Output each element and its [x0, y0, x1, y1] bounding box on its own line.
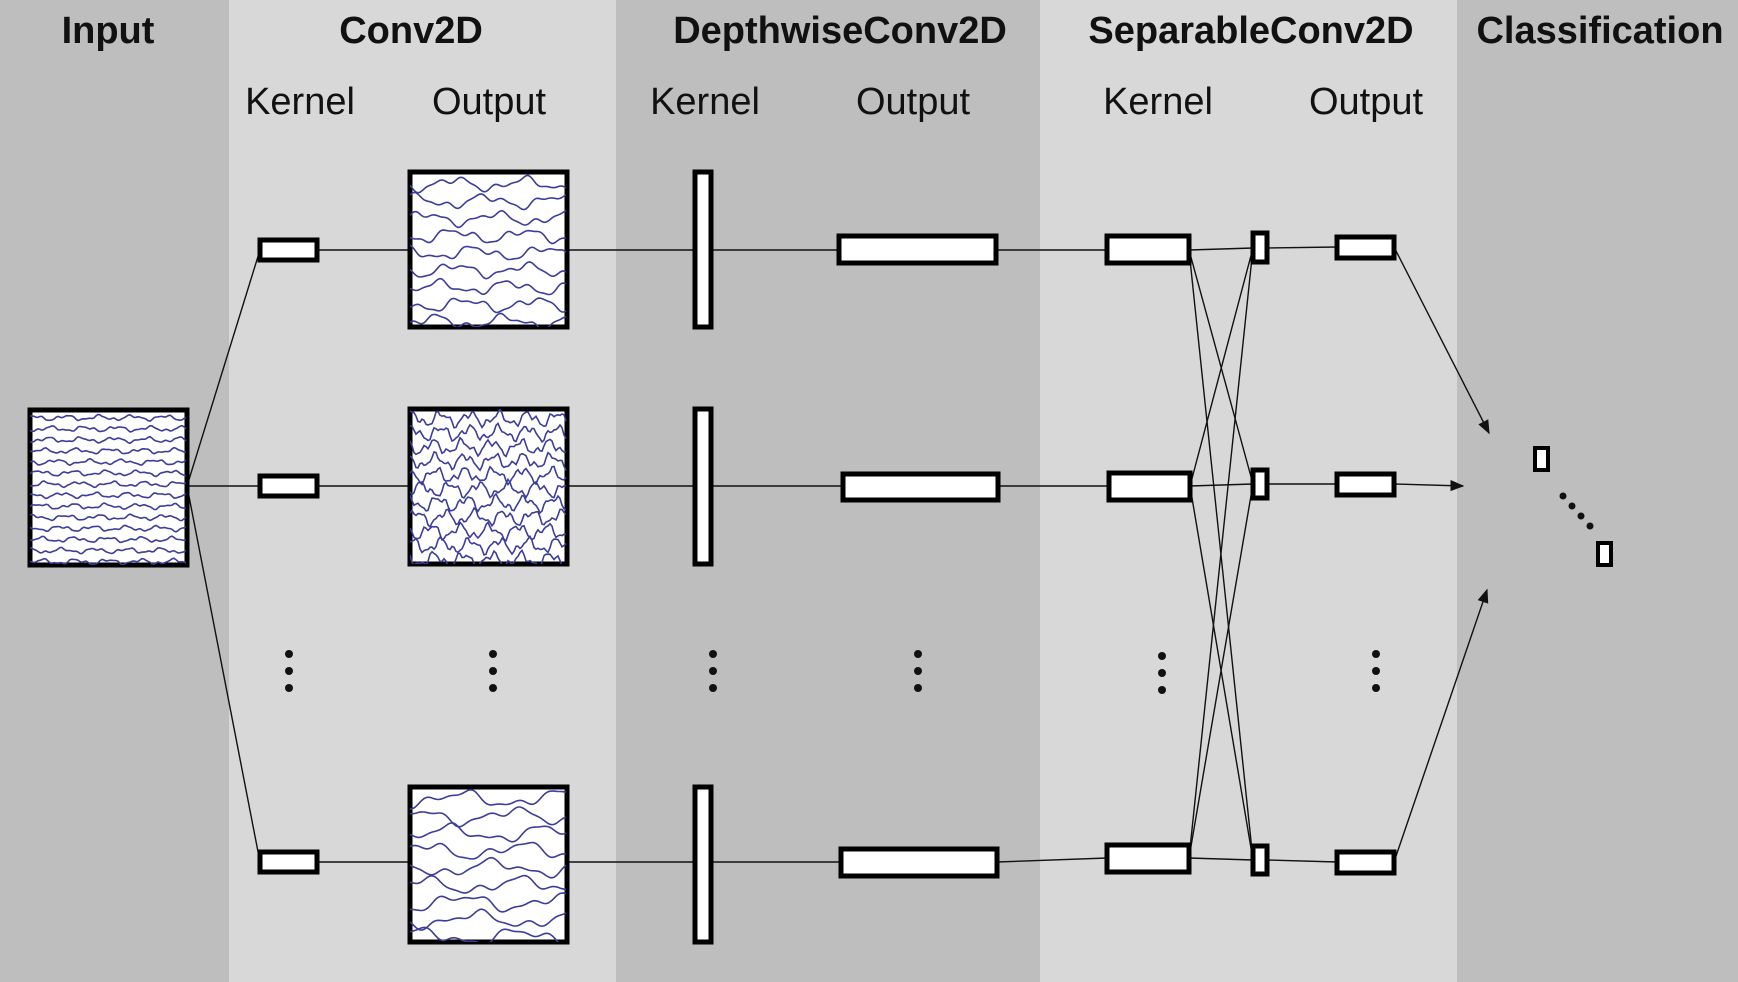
eeg-trace [410, 908, 567, 931]
depthwise-kernel-label: Kernel [650, 81, 760, 123]
eeg-trace [410, 506, 567, 529]
conv2d-kernel-n [257, 849, 320, 875]
eeg-trace [410, 926, 560, 942]
eeg-trace [30, 424, 187, 433]
separable-output-n [1334, 849, 1397, 876]
eeg-trace [410, 277, 567, 296]
conv2d-kernel-2 [257, 473, 320, 499]
conv2d-kernel-1 [257, 237, 320, 263]
eeg-trace [410, 451, 567, 472]
ellipsis-separable-outputs [1372, 650, 1380, 692]
eeg-trace [410, 436, 567, 458]
conv2d-output-map-2 [407, 406, 570, 567]
conv2d-title: Conv2D [339, 10, 483, 52]
class-output-n [1596, 541, 1613, 567]
ellipsis-separable-kernels [1158, 652, 1166, 694]
class-output-1 [1533, 446, 1550, 472]
eeg-trace [410, 174, 567, 194]
eeg-trace [410, 465, 567, 486]
eeg-trace [410, 297, 567, 314]
eeg-trace [30, 546, 187, 555]
eeg-trace [410, 892, 567, 913]
conv2d-output-map-n [407, 784, 570, 945]
eeg-trace [30, 446, 187, 455]
input-eeg-signal [27, 407, 190, 568]
separable-output-1 [1334, 234, 1397, 261]
eeg-trace [410, 421, 567, 444]
eeg-trace [410, 477, 567, 499]
eeg-trace [410, 548, 563, 564]
separable-output-label: Output [1309, 81, 1424, 123]
conv2d-output-map-1 [407, 169, 570, 330]
eeg-trace [410, 209, 567, 229]
eeg-trace [30, 491, 187, 500]
eeg-trace [410, 520, 567, 543]
eeg-trace [410, 856, 567, 879]
classification-title: Classification [1476, 10, 1723, 52]
depthwise-output-1 [836, 233, 999, 266]
eeg-trace [30, 469, 187, 478]
eeg-trace [30, 413, 187, 422]
eeg-trace [410, 535, 567, 556]
eeg-trace [410, 244, 567, 261]
ellipsis-depthwise-outputs [914, 650, 922, 692]
ellipsis-conv2d-outputs [489, 650, 497, 692]
eeg-trace [30, 513, 187, 522]
ellipsis-conv2d-kernels [285, 650, 293, 692]
depthwise-title: DepthwiseConv2D [673, 10, 1007, 52]
eeg-trace [410, 492, 567, 515]
eeg-trace [410, 806, 567, 828]
depthwise-output-label: Output [856, 81, 971, 123]
separable-pointwise-1 [1250, 230, 1270, 265]
depthwise-output-2 [840, 471, 1001, 503]
eeg-trace [410, 261, 567, 280]
separable-title: SeparableConv2D [1088, 10, 1413, 52]
input-title: Input [62, 10, 155, 52]
connections [186, 246, 1490, 863]
separable-output-2 [1334, 471, 1397, 498]
separable-pointwise-2 [1250, 467, 1270, 501]
panel-classification [1457, 0, 1738, 982]
eeg-trace [410, 822, 567, 843]
eeg-trace [410, 789, 567, 810]
eeg-trace [30, 435, 187, 445]
separable-kernel-label: Kernel [1103, 81, 1213, 123]
eeg-trace [30, 457, 187, 467]
eeg-trace [410, 229, 567, 245]
eeg-trace [410, 409, 567, 429]
eeg-trace [30, 480, 187, 489]
eeg-trace [410, 191, 567, 211]
eeg-trace [30, 557, 187, 565]
depthwise-kernel-1 [692, 169, 714, 330]
separable-kernel-2 [1106, 470, 1193, 503]
eeg-trace [30, 535, 187, 544]
ellipsis-class-outputs [1559, 492, 1594, 530]
eeg-trace [30, 502, 187, 511]
eeg-trace [30, 524, 187, 533]
depthwise-kernel-n [692, 784, 714, 945]
separable-kernel-1 [1104, 233, 1192, 266]
separable-pointwise-n [1250, 843, 1270, 877]
eeg-trace [410, 874, 567, 894]
eeg-trace [410, 841, 567, 860]
eeg-trace [410, 312, 567, 327]
conv2d-output-label: Output [432, 81, 547, 123]
depthwise-kernel-2 [692, 406, 714, 567]
separable-kernel-n [1104, 842, 1192, 875]
depthwise-output-n [838, 846, 1000, 879]
ellipsis-depthwise-kernels [709, 650, 717, 692]
conv2d-kernel-label: Kernel [245, 81, 355, 123]
